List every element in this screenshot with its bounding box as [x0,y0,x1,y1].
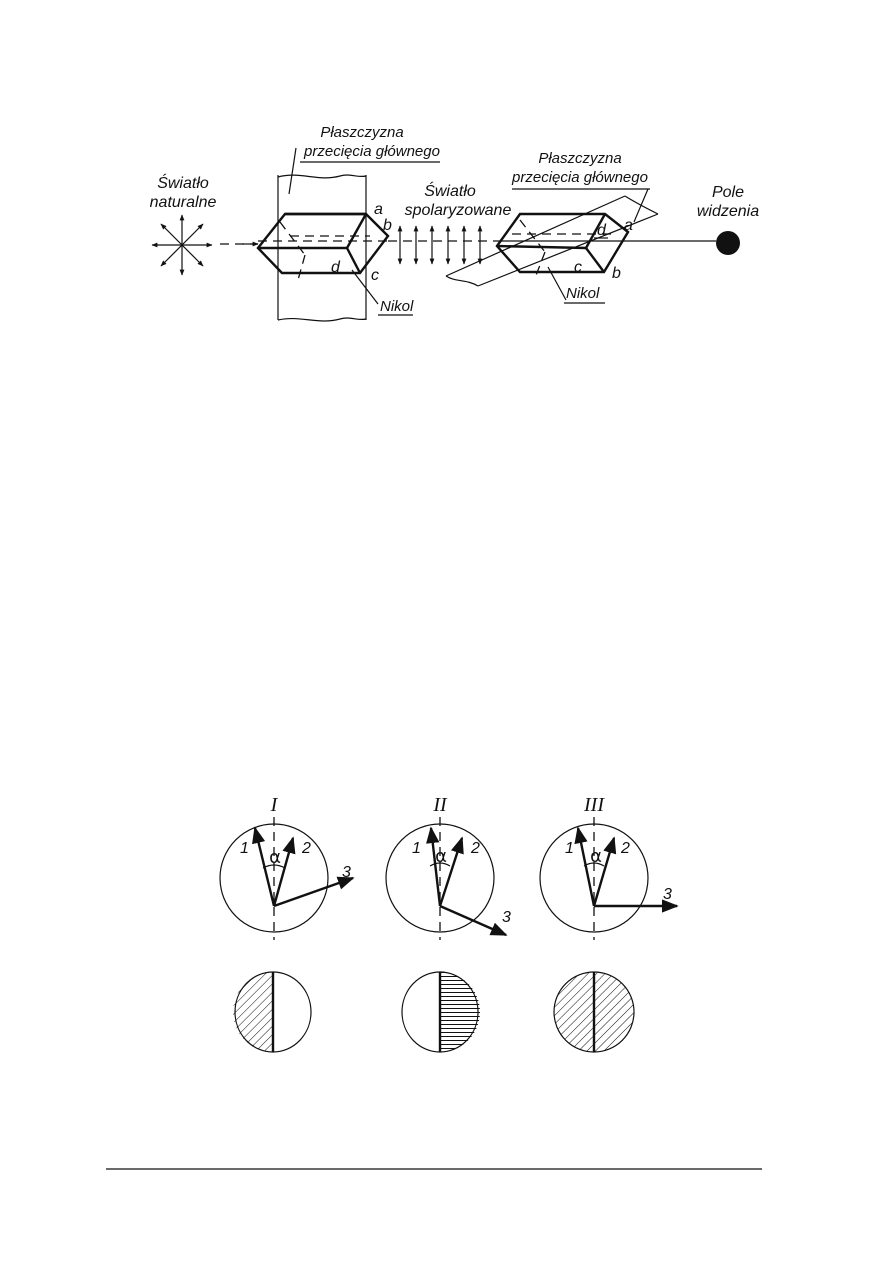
panel-II-alpha: α [435,846,447,867]
polarized-light-label-1: Światło [424,181,476,200]
principal-plane-1 [277,147,367,322]
field-of-view-label-1: Pole [712,184,744,201]
panel-III-label-1: 1 [565,840,574,857]
panel-III-vector-2 [592,836,617,907]
panel-I-label-2: 2 [301,840,311,857]
panel-I-alpha: α [269,847,281,868]
half-shade-analysis-figure: I α 1 2 3 II α 1 2 [219,794,679,1053]
panel-II-angle-arc [429,862,451,867]
panel-III: III α 1 2 3 [539,794,679,1053]
panel-I-field-hatch [233,972,273,1052]
nikol1-label: Nikol [380,298,414,315]
plane2-label-2: przecięcia głównego [511,169,648,186]
panel-II-label-1: 1 [412,840,421,857]
plane2-label-1: Płaszczyzna [538,150,621,167]
panel-III-label-2: 2 [620,840,630,857]
nikol1-vertex-d: d [331,259,341,276]
natural-light-label-1: Światło [157,173,209,192]
nikol2-vertex-a: a [624,217,633,234]
panel-III-label-3: 3 [663,886,672,903]
natural-light-label-2: naturalne [150,194,217,211]
field-of-view-dot [716,231,740,255]
panel-II-vector-1 [426,826,442,907]
nikol1-leader [351,269,379,305]
nikol1-vertex-b: b [383,217,392,234]
nikol1-vertex-c: c [371,267,379,284]
nikol2-vertex-c: c [574,259,582,276]
panel-II: II α 1 2 3 [385,794,511,1053]
nikol2-label: Nikol [566,285,600,302]
natural-light-star-icon [151,214,213,276]
panel-I: I α 1 2 3 [219,794,355,1053]
plane1-label-2: przecięcia głównego [303,143,440,160]
plane2-leader [633,188,649,223]
nikol-prism-1 [256,212,390,281]
plane1-label-1: Płaszczyzna [320,124,403,141]
polarized-light-label-2: spolaryzowane [405,202,512,219]
polarized-light-arrows [388,225,498,265]
polarization-setup-figure: Światło naturalne Płaszczyzna przecięcia… [150,124,759,322]
panel-I-vector-3 [273,876,355,908]
nikol-prism-2 [495,212,630,279]
panel-I-vector-2 [272,836,296,907]
nikol2-vertex-b: b [612,265,621,282]
panel-III-angle-arc [583,862,605,867]
panel-I-label-1: 1 [240,840,249,857]
nikol2-leader [547,266,567,301]
panel-II-vector-3 [439,904,508,937]
panel-III-numeral: III [583,794,605,816]
field-of-view-label-2: widzenia [697,203,759,220]
principal-plane-2 [445,195,659,287]
panel-III-vector-1 [574,826,596,907]
nikol2-vertex-d: d [597,222,607,239]
panel-II-field-hatch [440,972,480,1052]
panel-II-vector-2 [438,836,464,907]
nikol1-vertex-a: a [374,201,383,218]
panel-II-label-3: 3 [502,909,511,926]
panel-I-label-3: 3 [342,864,351,881]
panel-II-label-2: 2 [470,840,480,857]
panel-III-alpha: α [590,846,602,867]
panel-I-numeral: I [270,794,279,816]
panel-I-angle-arc [262,864,286,869]
panel-II-numeral: II [432,794,448,816]
